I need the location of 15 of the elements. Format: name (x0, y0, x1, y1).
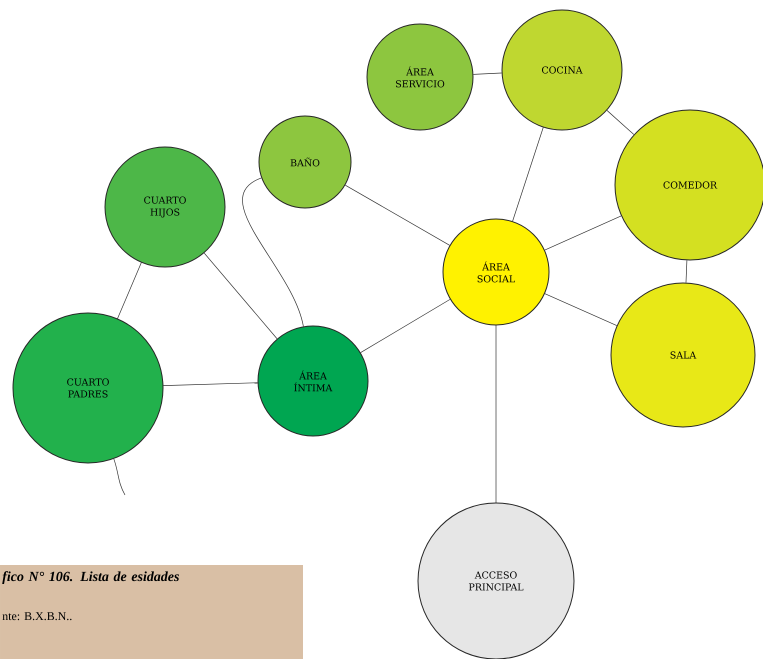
connector-line (113, 458, 126, 496)
connector-line (473, 72, 502, 75)
connector-line (512, 127, 544, 222)
connector-line (686, 260, 688, 283)
connector-line (204, 252, 278, 340)
connector-line (606, 110, 634, 135)
connector-line (544, 216, 622, 250)
connector-line (117, 262, 142, 319)
connector-line (163, 382, 258, 386)
source-text: nte: B.X.B.N.. (2, 612, 72, 620)
connector-line (360, 299, 450, 353)
connector-line (242, 178, 304, 327)
connector-line (544, 293, 618, 326)
caption-text: fico N° 106. Lista de esidades (2, 571, 179, 584)
connector-line (344, 184, 450, 246)
